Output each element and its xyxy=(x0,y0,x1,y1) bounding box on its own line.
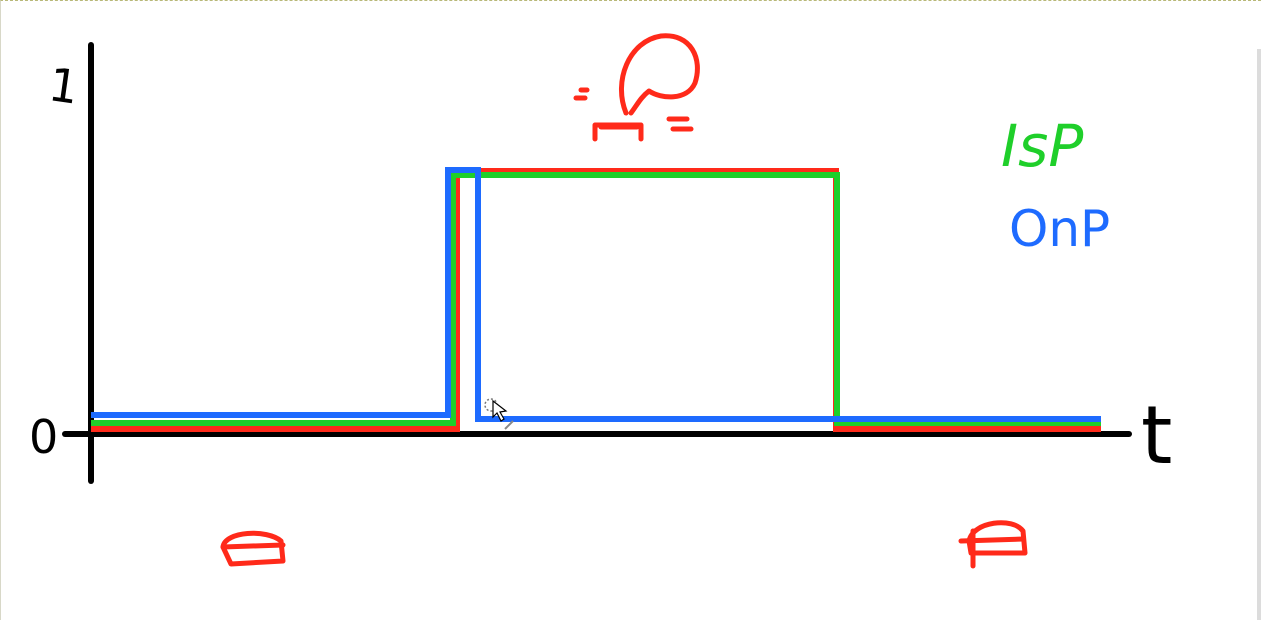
axes xyxy=(62,42,1132,484)
y-label-zero: 0 xyxy=(29,410,58,464)
pressed-button-with-finger-icon xyxy=(573,33,700,142)
mouse-cursor-icon xyxy=(484,398,514,430)
x-axis-label: t xyxy=(1141,389,1172,482)
released-button-icon-left xyxy=(220,530,286,567)
red-signal-line xyxy=(91,168,1101,432)
legend-label-isp: IsP xyxy=(1001,112,1083,180)
blue-signal-line-onp xyxy=(91,167,1101,422)
y-label-one: 1 xyxy=(45,57,82,115)
window-edge-strip xyxy=(1257,49,1261,620)
legend-label-onp: OnP xyxy=(1009,200,1110,258)
released-button-icon-right xyxy=(958,520,1028,569)
green-signal-line-isp xyxy=(91,172,1101,426)
